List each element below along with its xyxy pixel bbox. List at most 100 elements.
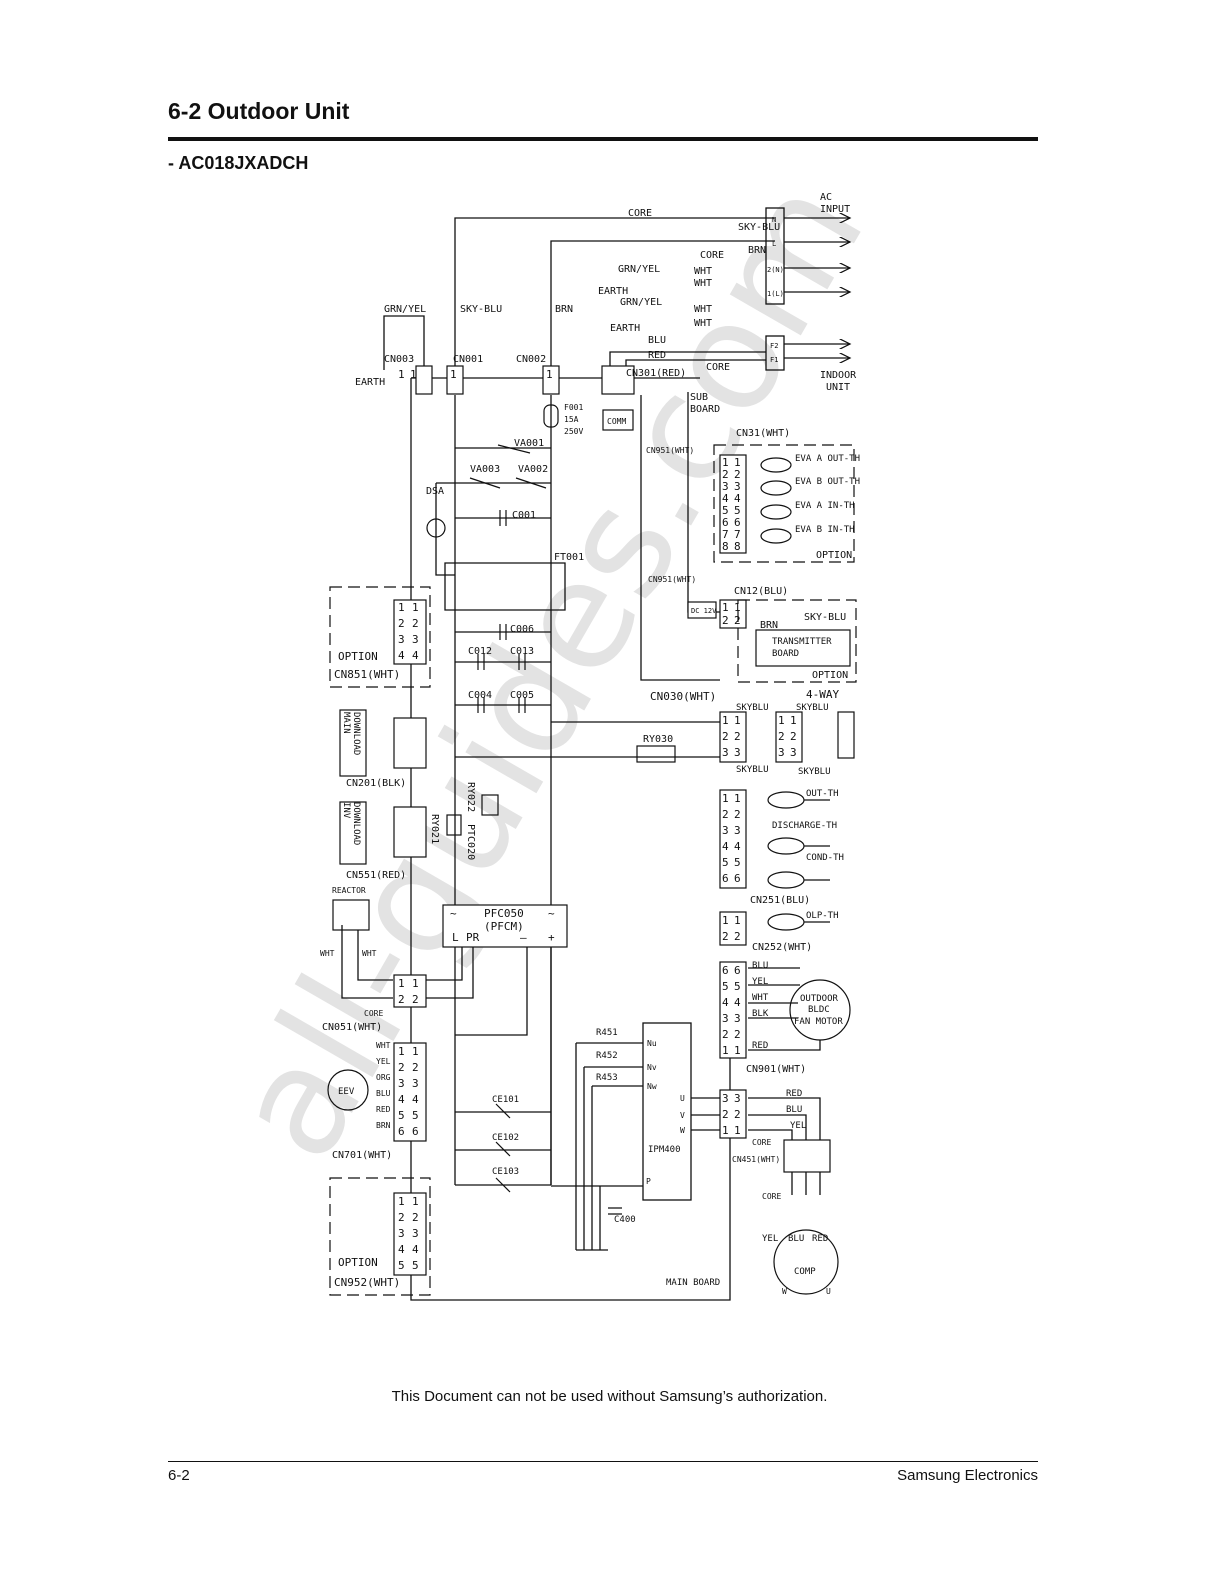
company-name: Samsung Electronics (897, 1467, 1038, 1484)
cn31-label: CN31(WHT) (736, 428, 790, 439)
cn030-label: CN030(WHT) (650, 690, 716, 703)
cn12-label: CN12(BLU) (734, 586, 788, 597)
wire-brn-main: BRN (555, 304, 573, 315)
wire-wht-fan: WHT (752, 993, 769, 1003)
wire-skyblu-cn030-4: SKYBLU (798, 767, 831, 777)
pin-number: 6 (398, 1125, 405, 1138)
ipm-p: P (646, 1177, 651, 1186)
c006-label: C006 (510, 624, 534, 635)
wire-yel-comp: YEL (790, 1121, 806, 1131)
pin-number: 4 (398, 1093, 405, 1106)
main-download-label-2: DOWNLOAD (351, 712, 361, 755)
pin-number: 1 (734, 601, 741, 614)
cn051-label: CN051(WHT) (322, 1022, 382, 1033)
pin-number: 2 (734, 468, 741, 481)
wire-wht-2: WHT (694, 278, 712, 289)
sub-board-label-1: SUB (690, 392, 708, 403)
pin-number: 1 (790, 714, 797, 727)
wire-skyblu-top: SKY-BLU (738, 222, 780, 233)
pin-number: 3 (722, 1012, 729, 1025)
option-label-cn851: OPTION (338, 650, 378, 663)
pin-number: 2 (722, 1028, 729, 1041)
pin-number: 4 (412, 1243, 419, 1256)
cn201-label: CN201(BLK) (346, 778, 406, 789)
pin-number: 1 (734, 714, 741, 727)
sensor-out-th: OUT-TH (806, 789, 839, 799)
pin-number: 1 (450, 368, 457, 381)
pin-number: 3 (734, 1012, 741, 1025)
cn951-label-bottom: CN951(WHT) (648, 575, 696, 584)
cn002-label: CN002 (516, 354, 546, 365)
ce102-label: CE102 (492, 1133, 519, 1143)
wire-red-top: RED (648, 350, 666, 361)
pin-number: 1 (398, 1195, 405, 1208)
title-rule (168, 137, 1038, 141)
core-top: CORE (628, 208, 652, 219)
component-shapes (327, 404, 851, 1295)
page-number: 6-2 (168, 1467, 190, 1484)
ipm-v: V (680, 1111, 685, 1120)
eev-label: EEV (338, 1087, 355, 1097)
ptc020-label: PTC020 (465, 824, 476, 860)
c001-label: C001 (512, 510, 536, 521)
pin-number: 6 (722, 872, 729, 885)
pin-number: 3 (412, 633, 419, 646)
pin-number: 1 (398, 977, 405, 990)
pin-number: 5 (722, 856, 729, 869)
wire-wht-1: WHT (694, 266, 712, 277)
pin-number: 8 (734, 540, 741, 553)
pin-number: 4 (734, 492, 741, 505)
c012-label: C012 (468, 646, 492, 657)
pin-number: 1 (398, 601, 405, 614)
pin-number: 3 (398, 633, 405, 646)
cn901-label: CN901(WHT) (746, 1064, 806, 1075)
ipm-w: W (680, 1126, 685, 1135)
ry021-label: RY021 (429, 814, 440, 844)
pin-number: 1 (410, 368, 417, 381)
dsa-label: DSA (426, 486, 444, 497)
cn851-label: CN851(WHT) (334, 668, 400, 681)
pin-number: 1 (722, 1044, 729, 1057)
pfc-pin-l: L (452, 931, 459, 944)
pin-number: 1 (722, 1124, 729, 1137)
pin-number: 5 (398, 1259, 405, 1272)
pfc-label-1: PFC050 (484, 907, 524, 920)
fuse-label-1: F001 (564, 403, 583, 412)
ry022-label: RY022 (465, 782, 476, 812)
pin-number: 6 (412, 1125, 419, 1138)
wire-skyblu-main: SKY-BLU (460, 304, 502, 315)
cn551-label: CN551(RED) (346, 870, 406, 881)
thermistors (760, 457, 830, 931)
wire-grnyel-1: GRN/YEL (618, 264, 660, 275)
pin-number: 1 (546, 368, 553, 381)
wire-red-comp: RED (786, 1089, 802, 1099)
terminal-l: L (772, 240, 776, 248)
pin-number: 1 (778, 714, 785, 727)
pin-number: 1 (722, 601, 729, 614)
pfc-pin-plus: + (548, 931, 555, 944)
pin-number: 2 (722, 614, 729, 627)
wires (341, 207, 821, 1301)
fan-motor-label-2: BLDC (808, 1005, 830, 1015)
pin-number: 3 (734, 824, 741, 837)
pin-number: 2 (722, 730, 729, 743)
r451-label: R451 (596, 1028, 618, 1038)
pin-number: 6 (734, 516, 741, 529)
fuse-label-3: 250V (564, 427, 583, 436)
indoor-unit-label-1: INDOOR (820, 370, 857, 381)
fan-motor-label-1: OUTDOOR (800, 994, 839, 1004)
earth-2: EARTH (610, 323, 640, 334)
wire-red-comp-2: RED (812, 1234, 828, 1244)
pin-number: 2 (412, 1061, 419, 1074)
wire-skyblu-cn030-2: SKYBLU (796, 703, 829, 713)
pin-number: 1 (412, 977, 419, 990)
pin-number: 1 (722, 456, 729, 469)
wire-wht-3: WHT (694, 304, 712, 315)
pin-number: 5 (722, 504, 729, 517)
wire-grnyel-main: GRN/YEL (384, 304, 426, 315)
sub-board-label-2: BOARD (690, 404, 720, 415)
pin-number: 6 (722, 516, 729, 529)
pin-number: 1 (722, 914, 729, 927)
ce101-label: CE101 (492, 1095, 519, 1105)
wire-brn-eev: BRN (376, 1121, 391, 1130)
